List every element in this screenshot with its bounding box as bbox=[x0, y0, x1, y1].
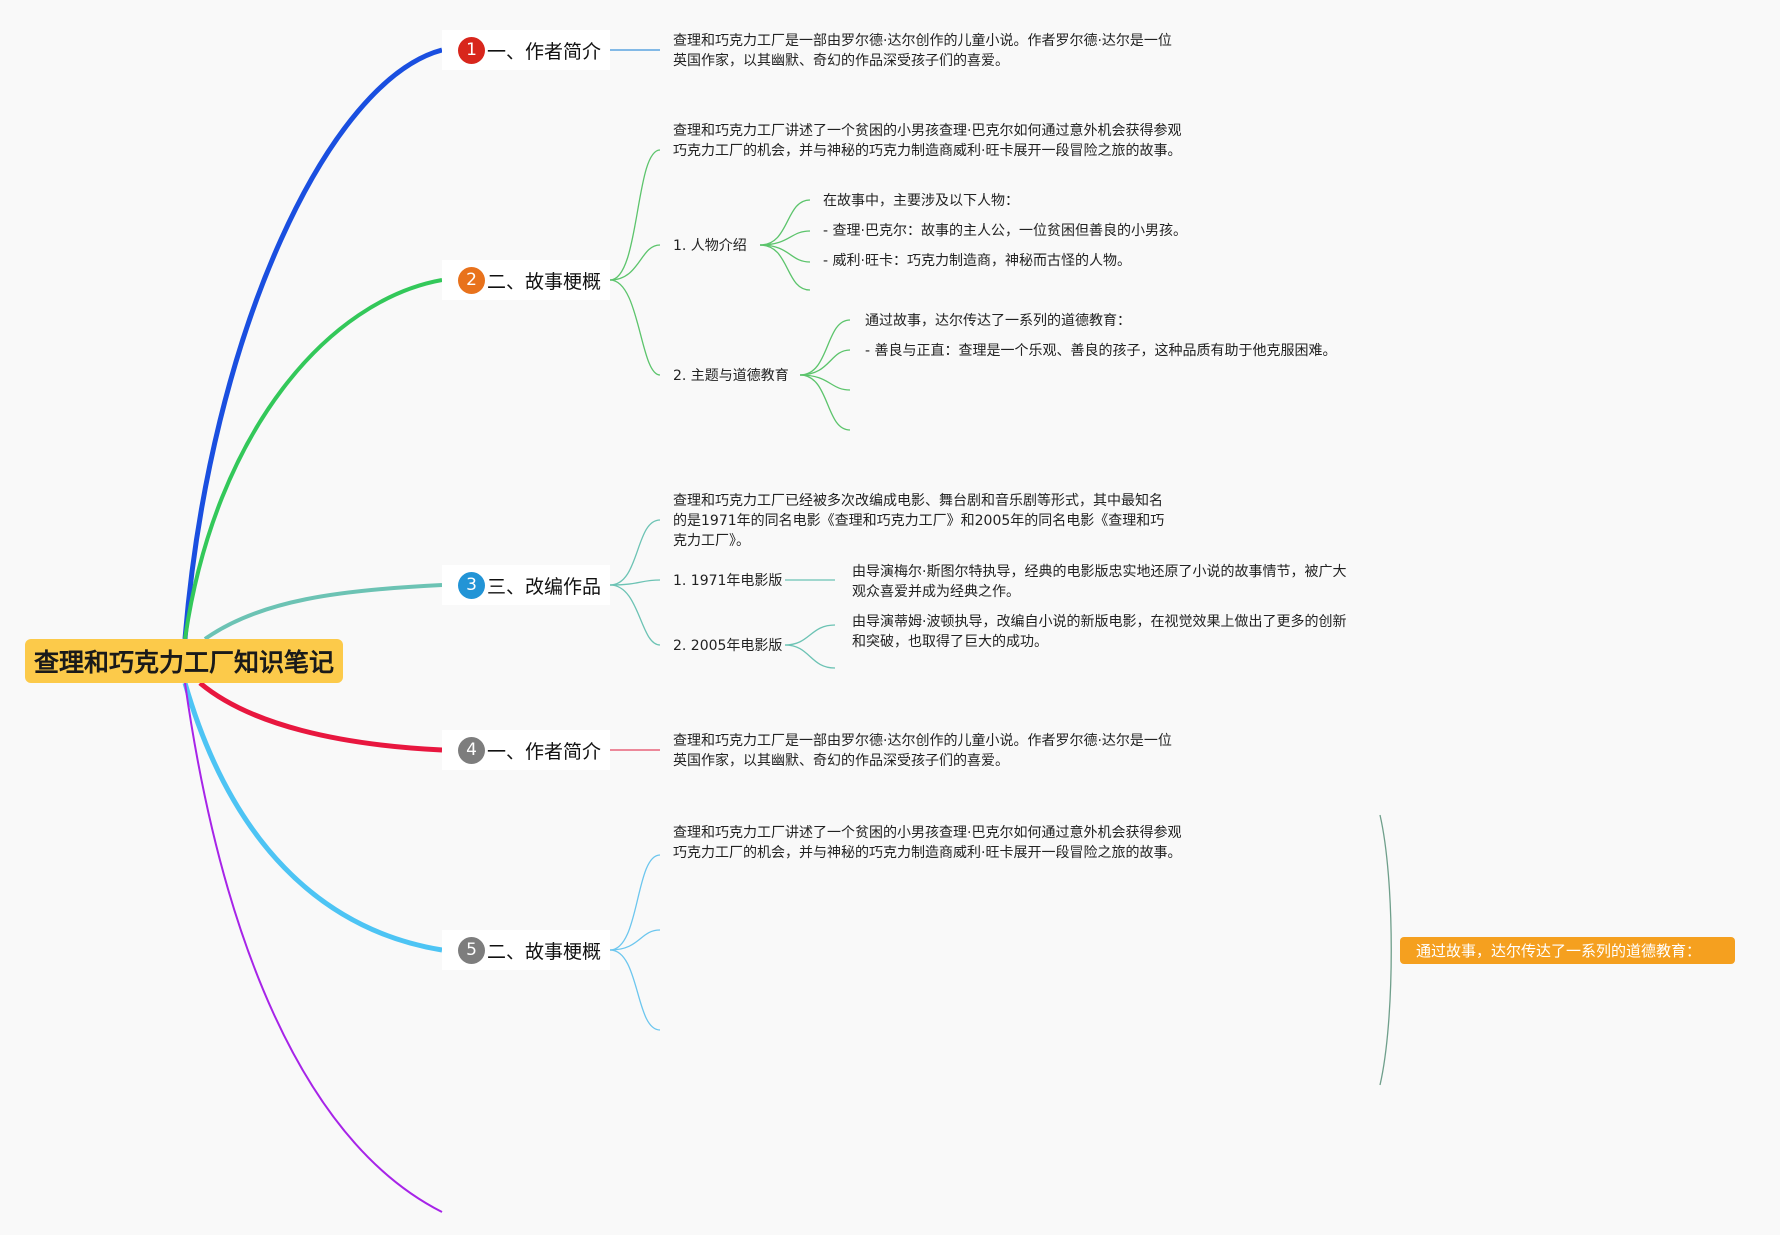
branch-story-summary[interactable]: 2 二、故事梗概 bbox=[442, 260, 610, 300]
branch-adaptations[interactable]: 3 三、改编作品 bbox=[442, 565, 610, 605]
number-badge-2: 2 bbox=[458, 266, 485, 294]
note-story-summary-2[interactable]: 查理和巧克力工厂讲述了一个贫困的小男孩查理·巴克尔如何通过意外机会获得参观巧克力… bbox=[673, 825, 1182, 861]
branch-line-3 bbox=[203, 583, 443, 641]
branch-author-intro-2[interactable]: 4 一、作者简介 bbox=[442, 730, 610, 770]
branch-line-1 bbox=[182, 47, 443, 640]
branch-label: 二、故事梗概 bbox=[487, 270, 602, 293]
summary-node-text: 通过故事，达尔传达了一系列的道德教育： bbox=[1416, 942, 1702, 960]
root-title: 查理和巧克力工厂知识笔记 bbox=[33, 648, 334, 677]
branch-story-summary-2[interactable]: 5 二、故事梗概 bbox=[442, 930, 610, 970]
branch-label: 一、作者简介 bbox=[487, 740, 602, 763]
branch-line-4 bbox=[198, 681, 443, 753]
branch-line-2 bbox=[183, 278, 443, 640]
branch-line-5 bbox=[182, 682, 443, 953]
note-adaptations-intro[interactable]: 查理和巧克力工厂已经被多次改编成电影、舞台剧和音乐剧等形式，其中最知名的是197… bbox=[673, 493, 1165, 549]
branch-author-intro[interactable]: 1 一、作者简介 bbox=[442, 30, 610, 70]
note-characters-intro[interactable]: 在故事中，主要涉及以下人物： bbox=[823, 193, 1019, 209]
note-story-summary[interactable]: 查理和巧克力工厂讲述了一个贫困的小男孩查理·巴克尔如何通过意外机会获得参观巧克力… bbox=[673, 123, 1182, 159]
note-author-intro-2[interactable]: 查理和巧克力工厂是一部由罗尔德·达尔创作的儿童小说。作者罗尔德·达尔是一位英国作… bbox=[673, 733, 1172, 769]
number-badge-3: 3 bbox=[458, 571, 485, 599]
note-1971-film[interactable]: 由导演梅尔·斯图尔特执导，经典的电影版忠实地还原了小说的故事情节，被广大观众喜爱… bbox=[852, 564, 1347, 600]
summary-node-moral-education[interactable]: 通过故事，达尔传达了一系列的道德教育： bbox=[1400, 937, 1735, 964]
number-badge-4: 4 bbox=[458, 736, 485, 764]
branch-label: 三、改编作品 bbox=[487, 575, 602, 598]
node-2005-film[interactable]: 2. 2005年电影版 bbox=[673, 638, 783, 654]
note-character-charlie[interactable]: - 查理·巴克尔：故事的主人公，一位贫困但善良的小男孩。 bbox=[823, 223, 1187, 239]
note-2005-film[interactable]: 由导演蒂姆·波顿执导，改编自小说的新版电影，在视觉效果上做出了更多的创新和突破，… bbox=[852, 614, 1347, 650]
note-theme-intro[interactable]: 通过故事，达尔传达了一系列的道德教育： bbox=[865, 313, 1131, 329]
note-theme-kindness[interactable]: - 善良与正直：查理是一个乐观、善良的孩子，这种品质有助于他克服困难。 bbox=[865, 343, 1337, 359]
node-characters[interactable]: 1. 人物介绍 bbox=[673, 238, 747, 254]
note-author-intro[interactable]: 查理和巧克力工厂是一部由罗尔德·达尔创作的儿童小说。作者罗尔德·达尔是一位英国作… bbox=[673, 33, 1172, 69]
branch-label: 一、作者简介 bbox=[487, 40, 602, 63]
node-1971-film[interactable]: 1. 1971年电影版 bbox=[673, 573, 783, 589]
node-theme[interactable]: 2. 主题与道德教育 bbox=[673, 368, 789, 384]
root-topic[interactable]: 查理和巧克力工厂知识笔记 bbox=[25, 639, 343, 683]
branch-line-purple bbox=[184, 682, 443, 1213]
number-badge-1: 1 bbox=[458, 36, 485, 64]
number-badge-5: 5 bbox=[458, 936, 485, 964]
branch-label: 二、故事梗概 bbox=[487, 940, 602, 963]
note-character-wonka[interactable]: - 威利·旺卡：巧克力制造商，神秘而古怪的人物。 bbox=[823, 253, 1131, 269]
summary-bracket bbox=[1379, 814, 1392, 1086]
